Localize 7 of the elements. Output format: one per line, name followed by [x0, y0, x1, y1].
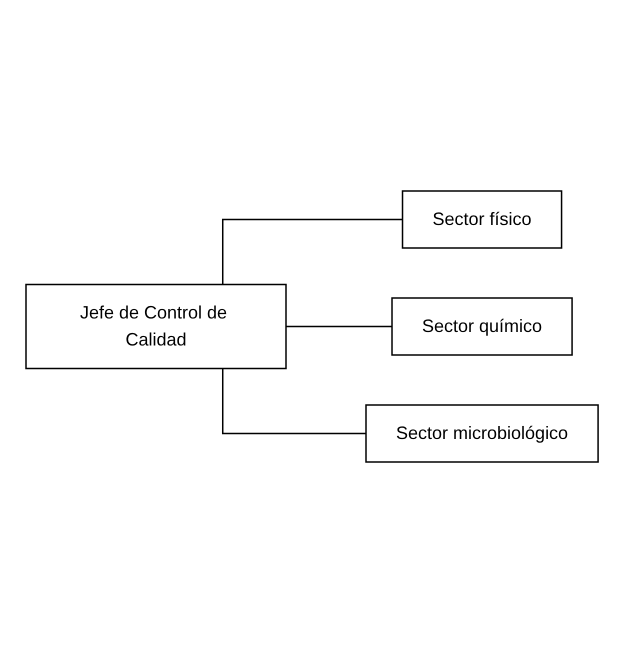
node-box: Sector químico [391, 296, 573, 356]
node-box: Jefe de Control de Calidad [25, 283, 287, 369]
node-box: Sector microbiológico [365, 404, 599, 462]
connector [285, 325, 392, 327]
node-box: Sector físico [402, 190, 562, 248]
connector [222, 218, 402, 284]
connector [222, 368, 366, 434]
